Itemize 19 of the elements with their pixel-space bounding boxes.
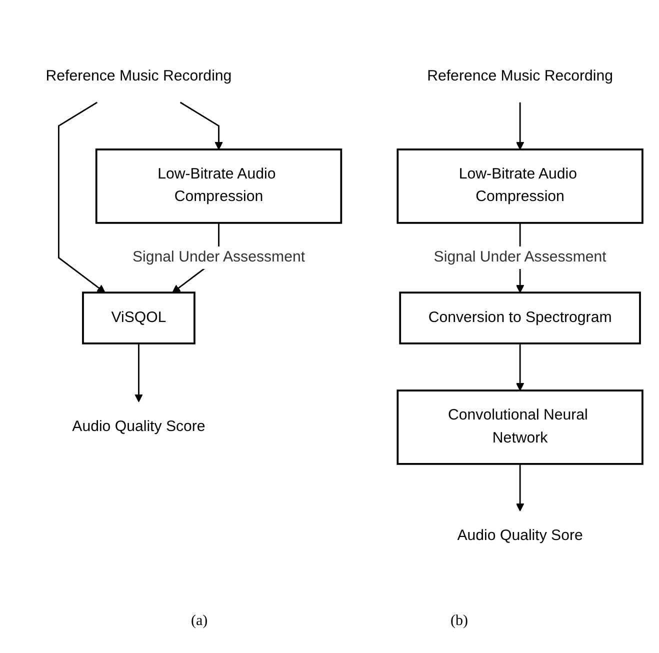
arrow xyxy=(179,102,222,150)
node-text: Audio Quality Sore xyxy=(456,528,582,544)
arrow xyxy=(134,343,142,402)
arrow xyxy=(58,102,105,293)
node-box: Conversion to Spectrogram xyxy=(398,291,640,344)
arrow xyxy=(515,102,524,150)
node-text: Reference Music Recording xyxy=(45,68,232,84)
node-box: Convolutional Neural Network xyxy=(396,389,643,465)
arrow xyxy=(515,464,524,512)
node-text: Reference Music Recording xyxy=(426,68,612,84)
panel-caption: (a) xyxy=(190,613,208,631)
arrow xyxy=(515,343,524,391)
node-box: Low-Bitrate Audio Compression xyxy=(396,148,643,224)
node-box: Low-Bitrate Audio Compression xyxy=(94,148,342,224)
node-text: Audio Quality Score xyxy=(72,418,205,435)
edge-label: Signal Under Assessment xyxy=(433,249,606,266)
edge-label: Signal Under Assessment xyxy=(132,249,305,266)
node-box: ViSQOL xyxy=(82,291,195,344)
panel-caption: (b) xyxy=(450,613,468,631)
